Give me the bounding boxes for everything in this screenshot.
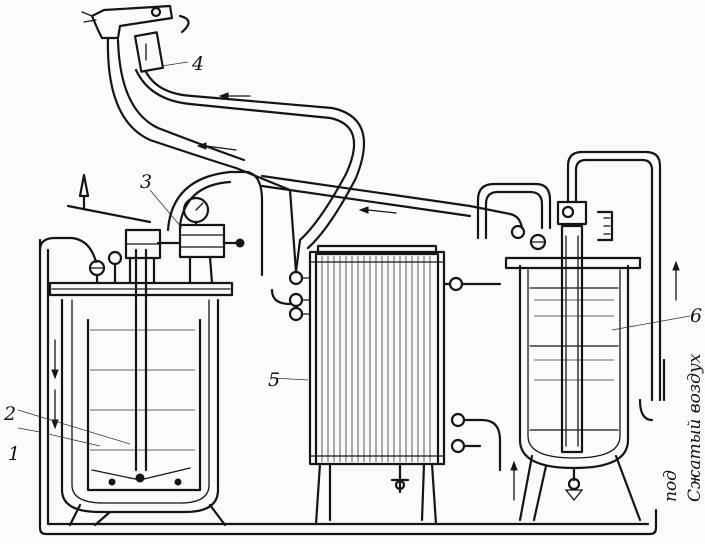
label-2: 2 [3, 403, 16, 425]
label-5: 5 [268, 369, 280, 391]
vessel-5 [270, 244, 518, 526]
hose-air [134, 68, 366, 274]
side-caption: Сжатый воздух под [661, 353, 705, 502]
vessel-6 [476, 150, 691, 522]
label-6: 6 [690, 305, 702, 327]
label-4: 4 [191, 53, 204, 75]
side-caption-line2: под [661, 470, 681, 502]
regulator-3 [149, 170, 264, 285]
spray-gun-4 [81, 4, 190, 73]
label-3: 3 [140, 171, 152, 193]
air-line-top [260, 174, 524, 230]
base-pipe [38, 238, 658, 536]
vessel-1 [48, 248, 234, 527]
side-caption-line1: Сжатый воздух [685, 353, 705, 502]
hose-fluid [106, 36, 298, 274]
label-1: 1 [8, 443, 20, 465]
leader-lines [17, 377, 309, 447]
